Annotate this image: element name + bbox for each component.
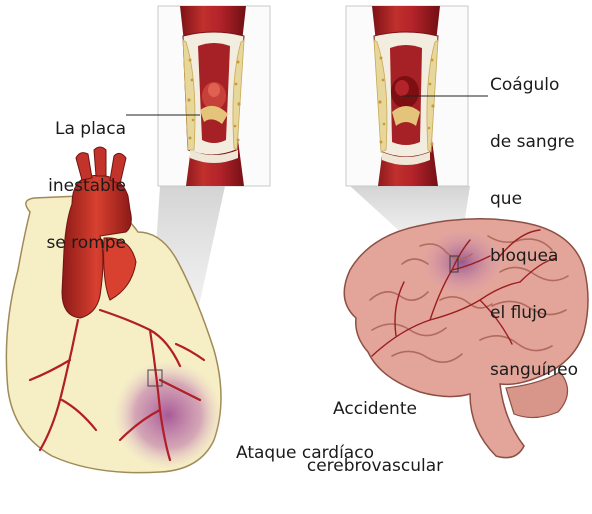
label-blood-clot-line2: de sangre [490, 133, 592, 152]
label-blood-clot-line6: sanguíneo [490, 361, 592, 380]
label-blood-clot-line4: bloquea [490, 247, 592, 266]
label-blood-clot: Coágulo de sangre que bloquea el flujo s… [490, 38, 592, 418]
label-unstable-plaque-line2: inestable [14, 177, 126, 196]
label-blood-clot-line5: el flujo [490, 304, 592, 323]
illustration: La placa inestable se rompe Coágulo de s… [0, 0, 592, 480]
label-heart-attack: Ataque cardíaco [236, 444, 436, 463]
label-stroke: Accidente cerebrovascular [290, 362, 460, 514]
label-blood-clot-line3: que [490, 190, 592, 209]
label-unstable-plaque-line3: se rompe [14, 234, 126, 253]
label-stroke-line1: Accidente [290, 400, 460, 419]
label-unstable-plaque-line1: La placa [14, 120, 126, 139]
artery-panel-left [158, 6, 270, 186]
label-unstable-plaque: La placa inestable se rompe [14, 82, 126, 291]
label-blood-clot-line1: Coágulo [490, 76, 592, 95]
